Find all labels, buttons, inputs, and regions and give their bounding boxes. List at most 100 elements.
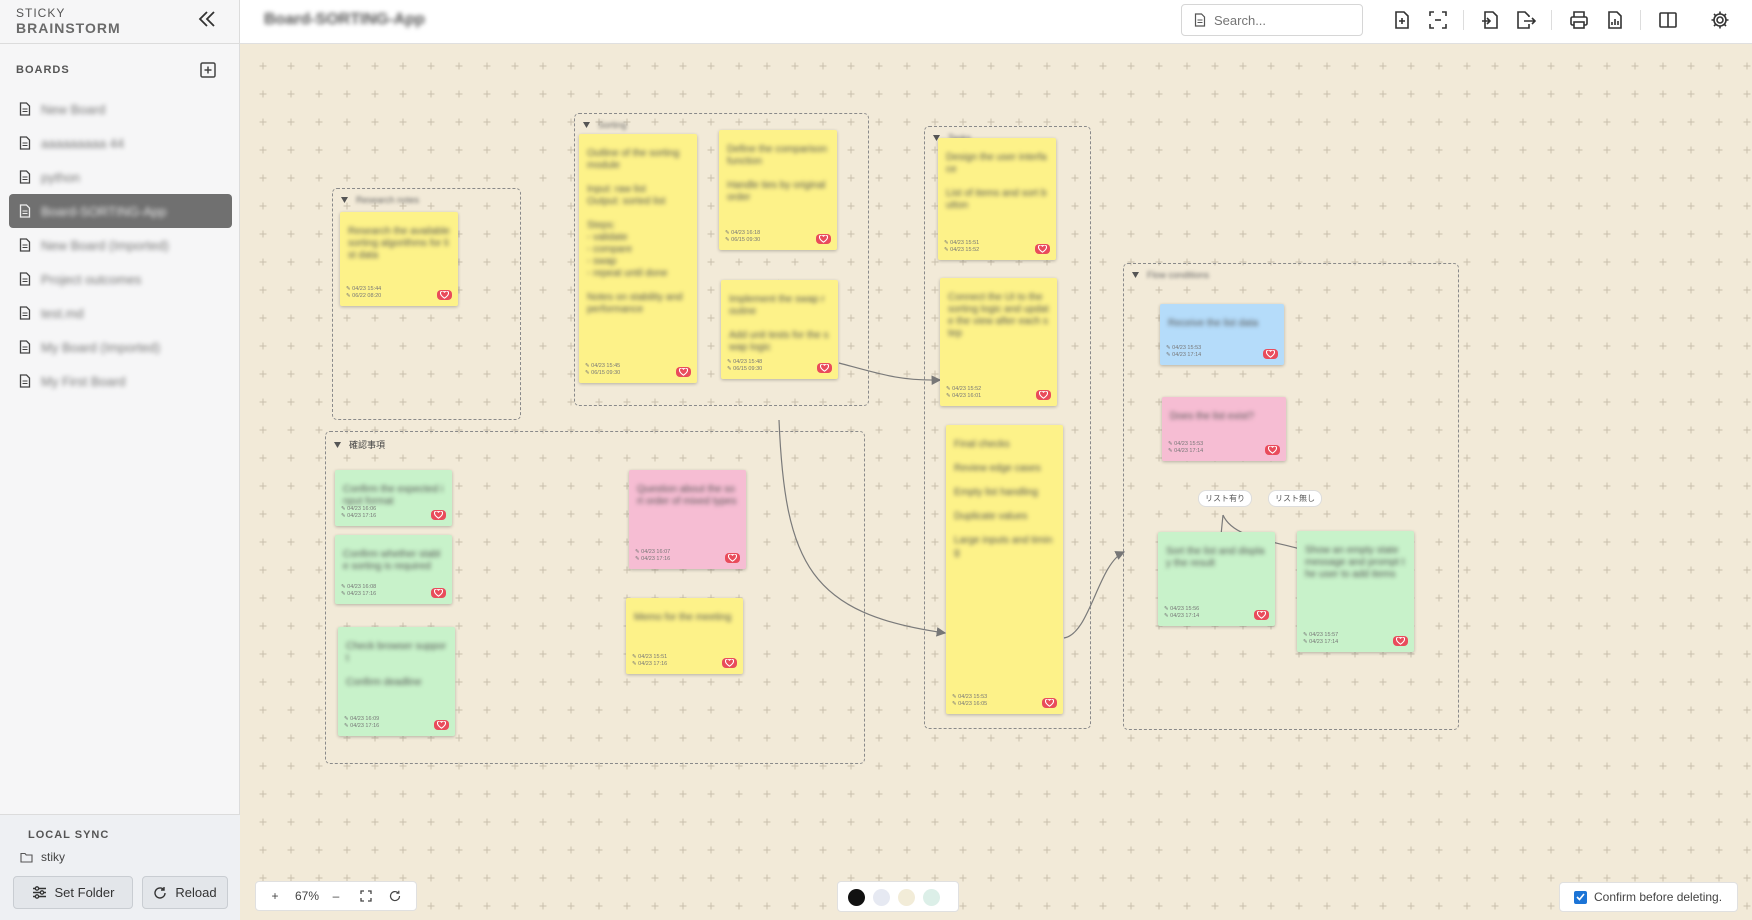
like-button[interactable] [816, 234, 831, 244]
sticky-note[interactable]: Does the list exist?✎ 04/23 15:53✎ 04/23… [1162, 397, 1286, 461]
refresh-icon [154, 886, 167, 899]
note-text: Question about the sort order of mixed t… [637, 484, 737, 507]
sidebar-board-item[interactable]: My Board (Imported) [9, 330, 232, 364]
created-time: 04/23 15:51 [950, 240, 980, 246]
sticky-note[interactable]: Outline of the sorting module Input: raw… [579, 134, 697, 383]
like-button[interactable] [1035, 244, 1050, 254]
fit-selection-button[interactable] [1427, 9, 1449, 31]
confirm-delete-checkbox[interactable] [1574, 890, 1587, 904]
edge-label[interactable]: リスト有り [1198, 490, 1252, 507]
note-edited: ✎ 04/23 17:16 [635, 556, 671, 562]
group-header[interactable]: 確認事項 [334, 438, 385, 451]
sidebar-board-item[interactable]: test.md [9, 296, 232, 330]
board-name: Board-SORTING-App [41, 203, 167, 219]
app-logo: STICKY BRAINSTORM [16, 6, 121, 36]
sidebar-board-item[interactable]: Project outcomes [9, 262, 232, 296]
sticky-note[interactable]: Memo for the meeting✎ 04/23 15:51✎ 04/23… [626, 598, 743, 674]
search-input[interactable] [1214, 12, 1344, 28]
sticky-note[interactable]: Implement the swap routine Add unit test… [721, 280, 838, 379]
add-board-button[interactable] [198, 60, 218, 80]
edited-time: 04/23 17:16 [350, 723, 380, 729]
sticky-note[interactable]: Research the available sorting algorithm… [340, 212, 458, 306]
sticky-note[interactable]: Final checks Review edge cases Empty lis… [946, 425, 1063, 714]
like-button[interactable] [431, 510, 446, 520]
sticky-note[interactable]: Sort the list and display the result✎ 04… [1158, 532, 1275, 626]
like-button[interactable] [1393, 636, 1408, 646]
sticky-note[interactable]: Design the user interface List of items … [938, 138, 1056, 260]
set-folder-button[interactable]: Set Folder [13, 876, 133, 909]
created-time: 04/23 16:06 [347, 506, 377, 512]
sidebar-board-item[interactable]: Board-SORTING-App [9, 194, 232, 228]
group-header[interactable]: Flow conditions [1132, 270, 1209, 280]
local-sync-panel: LOCAL SYNC stiky Set Folder Reload [0, 814, 240, 920]
sticky-note[interactable]: Receive the list data✎ 04/23 15:53✎ 04/2… [1160, 304, 1284, 365]
sticky-note[interactable]: Check browser support Confirm deadline✎ … [338, 627, 455, 736]
note-timestamps: ✎ 04/23 16:06✎ 04/23 17:16 [341, 506, 376, 520]
color-swatch[interactable] [923, 889, 940, 906]
edited-time: 06/15 09:30 [591, 370, 621, 376]
sticky-note[interactable]: Confirm the expected input format✎ 04/23… [335, 470, 452, 526]
reload-label: Reload [175, 885, 217, 900]
new-note-button[interactable] [1391, 9, 1413, 31]
note-group[interactable]: Research notes [332, 188, 521, 420]
group-header[interactable]: Research notes [341, 195, 419, 205]
board-canvas[interactable]: Research notes Sorting 確認事項 Tasks Fl [240, 44, 1752, 920]
like-button[interactable] [676, 367, 691, 377]
board-title[interactable]: Board-SORTING-App [264, 11, 425, 28]
local-sync-heading: LOCAL SYNC [28, 829, 110, 841]
sticky-note[interactable]: Connect the UI to the sorting logic and … [940, 278, 1057, 406]
edge-label[interactable]: リスト無し [1268, 490, 1322, 507]
export-button[interactable] [1515, 9, 1537, 31]
sidebar-board-item[interactable]: python [9, 160, 232, 194]
group-title: Research notes [356, 195, 420, 205]
color-swatch[interactable] [898, 889, 915, 906]
like-button[interactable] [431, 588, 446, 598]
sticky-note[interactable]: Confirm whether stable sorting is requir… [335, 535, 452, 604]
print-button[interactable] [1568, 9, 1590, 31]
like-button[interactable] [722, 658, 737, 668]
sticky-note[interactable]: Define the comparison function Handle ti… [719, 130, 837, 250]
color-swatch[interactable] [873, 889, 890, 906]
like-button[interactable] [817, 363, 832, 373]
group-header[interactable]: Sorting [583, 120, 627, 130]
like-button[interactable] [1042, 698, 1057, 708]
note-timestamps: ✎ 04/23 15:56✎ 04/23 17:14 [1164, 606, 1199, 620]
reload-button[interactable]: Reload [142, 876, 228, 909]
sliders-icon [32, 886, 46, 899]
note-text: Connect the UI to the sorting logic and … [948, 292, 1049, 339]
sidebar-board-item[interactable]: New Board (Imported) [9, 228, 232, 262]
zoom-out-button[interactable]: – [332, 889, 340, 903]
settings-button[interactable] [1709, 9, 1731, 31]
document-icon [19, 272, 31, 286]
note-group[interactable]: 確認事項 [325, 431, 865, 764]
sticky-note[interactable]: Show an empty state message and prompt t… [1297, 531, 1414, 652]
toolbar-divider [1551, 10, 1552, 30]
note-group[interactable]: Flow conditions [1123, 263, 1459, 730]
document-icon [19, 374, 31, 388]
export-image-button[interactable] [1604, 9, 1626, 31]
note-edited: ✎ 06/15 09:30 [727, 366, 763, 372]
like-button[interactable] [434, 720, 449, 730]
like-button[interactable] [1254, 610, 1269, 620]
color-swatch[interactable] [848, 889, 865, 906]
sticky-note[interactable]: Question about the sort order of mixed t… [629, 470, 746, 569]
board-name: New Board [41, 101, 106, 117]
sidebar-board-item[interactable]: New Board [9, 92, 232, 126]
split-view-button[interactable] [1657, 9, 1679, 31]
confirm-delete-toggle[interactable]: Confirm before deleting. [1559, 882, 1738, 912]
sidebar-board-item[interactable]: aaaaaaaaa 44 [9, 126, 232, 160]
like-button[interactable] [437, 290, 452, 300]
like-button[interactable] [725, 553, 740, 563]
like-button[interactable] [1265, 445, 1280, 455]
collapse-sidebar-button[interactable] [196, 8, 220, 30]
import-button[interactable] [1479, 9, 1501, 31]
reset-view-button[interactable] [380, 881, 410, 911]
caret-down-icon [583, 122, 590, 128]
note-group[interactable]: Sorting [574, 113, 869, 406]
edited-time: 04/23 17:14 [1170, 613, 1200, 619]
like-button[interactable] [1263, 349, 1278, 359]
sidebar-board-item[interactable]: My First Board [9, 364, 232, 398]
zoom-in-button[interactable]: + [271, 889, 279, 903]
like-button[interactable] [1036, 390, 1051, 400]
fit-view-button[interactable] [352, 881, 380, 911]
